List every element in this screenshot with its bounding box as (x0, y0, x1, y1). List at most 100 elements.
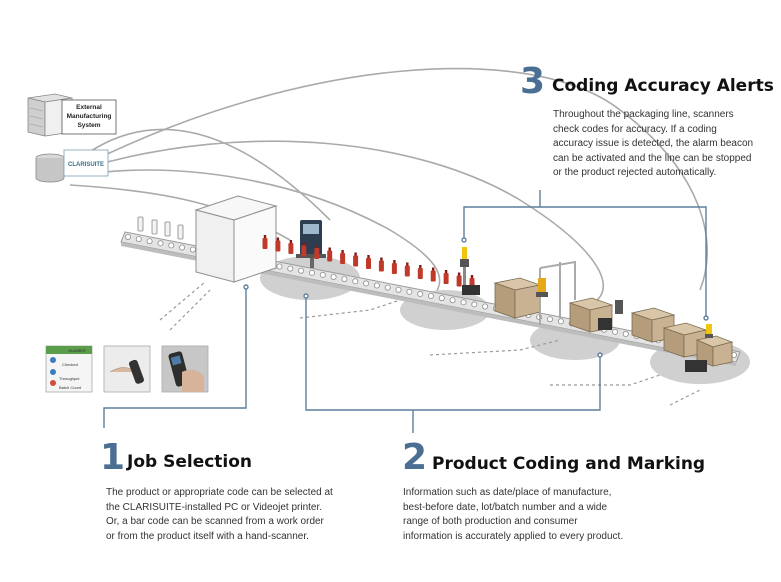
robot-arm (536, 278, 548, 297)
conveyor-roller (557, 318, 564, 325)
coded-bottles (262, 235, 475, 289)
conveyor-roller (547, 316, 554, 323)
coded-bottle (275, 240, 281, 252)
step-3-line: Throughout the packaging line, scanners (553, 109, 734, 120)
clarisuite-label: CLARISUITE (68, 162, 104, 168)
bottle-cap (276, 237, 280, 241)
external-label-line2: Manufacturing (67, 113, 112, 120)
coded-bottle (378, 260, 384, 272)
bottle-cap (432, 267, 435, 271)
step-3-line: check codes for accuracy. If a coding (553, 123, 717, 135)
bottle-cap (444, 270, 448, 273)
conveyor-roller (406, 288, 413, 295)
coded-bottle (456, 275, 462, 287)
step-3-line: can be activated and the line can be sto… (553, 152, 752, 164)
hand-scanner-thumbnail (103, 345, 151, 393)
conveyor-roller (460, 299, 467, 306)
bottle-cap (328, 247, 331, 251)
coded-bottle (288, 243, 294, 254)
flow-arrows (159, 281, 701, 406)
conveyor-roller (189, 246, 196, 253)
step-1-number: 1 (100, 437, 126, 478)
conveyor-roller (384, 284, 391, 291)
conveyor-roller (168, 242, 175, 249)
step-3-line: or the product rejected automatically. (553, 167, 717, 178)
screen-thumbnail: NUMBER Checked Throughput Batch Count (45, 345, 93, 393)
step-2-line: range of both production and consumer (403, 516, 578, 527)
step-1-block: 1 Job Selection The product or appropria… (100, 440, 370, 560)
clarisuite-database-icon: CLARISUITE (35, 149, 109, 183)
external-label-line1: External (76, 104, 102, 111)
conveyor-roller (622, 330, 629, 337)
connector-lines (103, 190, 709, 433)
step-1-line: The product or appropriate code can be s… (106, 487, 333, 498)
bottle-cap (393, 260, 396, 263)
coded-bottle (327, 250, 333, 262)
bottle-cap (470, 275, 474, 278)
conveyor-roller (125, 233, 132, 240)
coded-bottle (262, 238, 268, 249)
step-2-number: 2 (402, 437, 428, 478)
screen-row1: Checked (62, 362, 78, 367)
conveyor-roller (298, 267, 305, 274)
step-1-title: Job Selection (127, 452, 253, 472)
cartons (493, 277, 734, 367)
step-1-body: The product or appropriate code can be s… (106, 486, 366, 544)
external-manufacturing-system-icon: External Manufacturing System (27, 93, 117, 137)
bottle-cap (406, 262, 409, 266)
bottle-cap (302, 242, 305, 246)
bottle-cap (289, 240, 293, 243)
bottle-cap (367, 255, 370, 258)
alarm-beacon (705, 324, 713, 338)
bottle-cap (341, 250, 344, 253)
coded-bottle (340, 253, 346, 264)
screen-row2: Throughput (59, 376, 80, 381)
conveyor-roller (438, 295, 445, 302)
bottle-cap (354, 252, 357, 256)
step-2-line: information is accurately applied to eve… (403, 530, 624, 542)
step-2-line: best-before date, lot/batch number and a… (403, 501, 608, 513)
coded-bottle (430, 270, 436, 282)
bottle-cap (457, 272, 461, 276)
conveyor-roller (135, 236, 142, 243)
conveyor-roller (319, 271, 326, 278)
conveyor-roller (363, 280, 370, 287)
coded-bottle (417, 268, 423, 279)
conveyor-roller (157, 240, 164, 247)
step-2-block: 2 Product Coding and Marking Information… (402, 440, 722, 560)
step-3-title: Coding Accuracy Alerts (552, 76, 774, 96)
conveyor-roller (308, 269, 315, 276)
bottle-cap (263, 235, 267, 238)
bottle-cap (419, 265, 422, 268)
conveyor-roller (417, 290, 424, 297)
coded-bottle (301, 245, 307, 257)
conveyor-roller (287, 265, 294, 272)
screen-row3: Batch Count (59, 385, 82, 390)
step-1-line: Or, a bar code can be scanned from a wor… (106, 516, 324, 527)
coded-bottle (391, 263, 397, 274)
bottle-cap (380, 257, 383, 261)
step-3-line: accuracy issue is detected, the alarm be… (553, 138, 754, 149)
conveyor-roller (330, 273, 337, 280)
step-3-number: 3 (520, 61, 546, 102)
step-2-line: Information such as date/place of manufa… (403, 487, 612, 498)
conveyor-roller (449, 297, 456, 304)
coded-bottle (404, 265, 410, 277)
conveyor-roller (427, 292, 434, 299)
conveyor-roller (341, 276, 348, 283)
network-cables (69, 67, 708, 306)
incoming-bottles (137, 216, 184, 240)
handheld-device-thumbnail (161, 345, 209, 393)
coded-bottle (443, 273, 449, 284)
scanner-station (460, 247, 480, 295)
step-2-body: Information such as date/place of manufa… (403, 486, 663, 544)
conveyor-roller (179, 244, 186, 251)
coded-bottle (366, 258, 371, 269)
carton-coders (598, 300, 707, 372)
external-label-line3: System (77, 122, 100, 129)
step-3-block: 3 Coding Accuracy Alerts Throughout the … (520, 61, 774, 194)
conveyor-roller (276, 263, 283, 270)
conveyor-roller (395, 286, 402, 293)
step-2-title: Product Coding and Marking (432, 454, 706, 474)
